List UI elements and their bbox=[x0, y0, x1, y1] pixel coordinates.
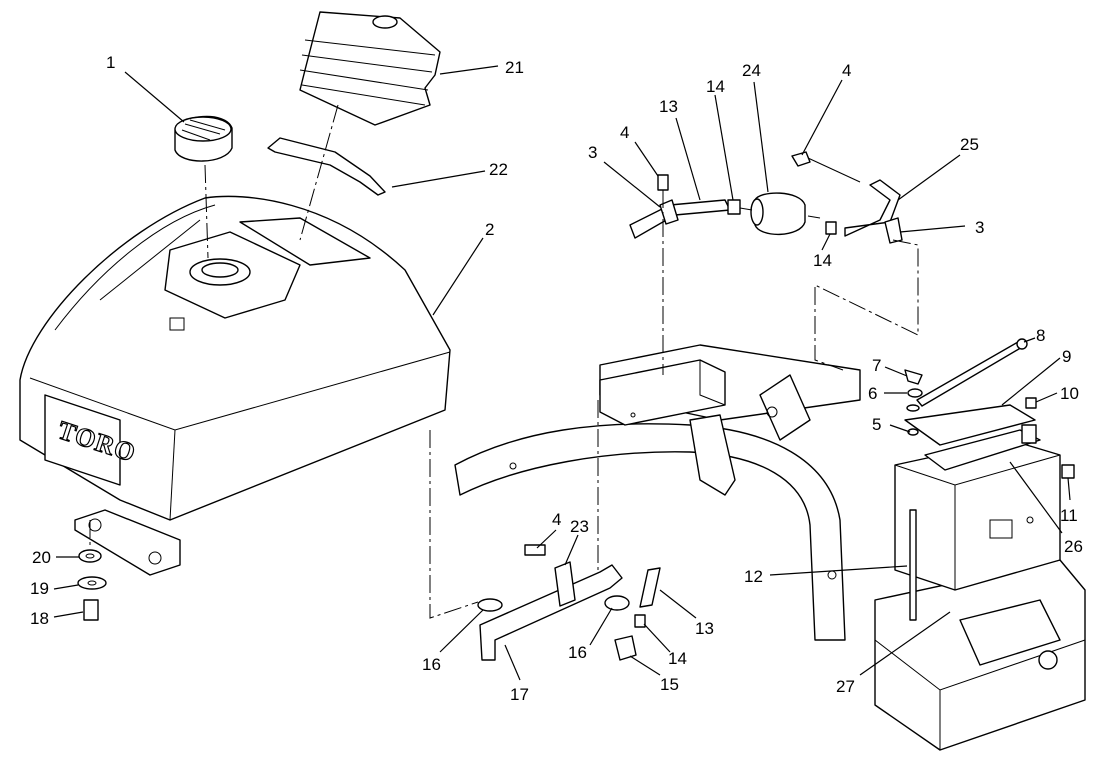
callout-21: 21 bbox=[505, 58, 524, 77]
shutoff-valve-15 bbox=[614, 635, 637, 661]
tank-strap bbox=[267, 137, 386, 196]
fuel-cap bbox=[174, 115, 233, 162]
wing-nut-7 bbox=[904, 369, 923, 385]
hose-clamp-14a bbox=[727, 199, 741, 215]
callout-19: 19 bbox=[30, 579, 49, 598]
callout-8: 8 bbox=[1036, 326, 1045, 345]
rod-8 bbox=[916, 341, 1025, 407]
bolt-18 bbox=[83, 599, 99, 621]
callout-15: 15 bbox=[660, 675, 679, 694]
callout-22: 22 bbox=[489, 160, 508, 179]
frame-tube bbox=[454, 423, 846, 641]
callout-16-right: 16 bbox=[568, 643, 587, 662]
grommet-20 bbox=[78, 549, 102, 563]
hose-clamp-3-left bbox=[659, 199, 679, 225]
callout-4-a: 4 bbox=[620, 123, 629, 142]
callout-6: 6 bbox=[868, 384, 877, 403]
callout-14-mid: 14 bbox=[813, 251, 832, 270]
battery-terminal bbox=[1021, 424, 1037, 444]
callout-3-left: 3 bbox=[588, 143, 597, 162]
battery bbox=[894, 404, 1061, 591]
callout-24: 24 bbox=[742, 61, 761, 80]
washer-19 bbox=[77, 576, 107, 590]
callout-14-lower: 14 bbox=[668, 649, 687, 668]
bolt-4-lower bbox=[524, 544, 546, 556]
callout-labels: 1 2 3 3 4 4 4 5 6 7 8 9 10 11 12 13 13 1… bbox=[30, 53, 1083, 704]
tank-cover-boot bbox=[299, 11, 441, 126]
callout-10: 10 bbox=[1060, 384, 1079, 403]
tank-body bbox=[19, 195, 451, 521]
callout-9: 9 bbox=[1062, 347, 1071, 366]
j-bolt-12 bbox=[909, 509, 917, 621]
frame-assembly bbox=[454, 344, 1086, 751]
callout-14-upper: 14 bbox=[706, 77, 725, 96]
callout-23: 23 bbox=[570, 517, 589, 536]
battery-cover-bar bbox=[924, 429, 1041, 471]
bolt-4-upper-right bbox=[791, 151, 811, 167]
washer-5 bbox=[907, 428, 919, 436]
callout-25: 25 bbox=[960, 135, 979, 154]
fuel-line-lower bbox=[477, 544, 661, 661]
callout-16-left: 16 bbox=[422, 655, 441, 674]
battery-hold-bracket bbox=[959, 599, 1061, 666]
tank-mount-plate bbox=[74, 509, 181, 576]
fuel-hose-17 bbox=[479, 564, 623, 661]
clamp-16-right bbox=[604, 595, 630, 611]
callout-2: 2 bbox=[485, 220, 494, 239]
nut-10 bbox=[1025, 397, 1037, 409]
callout-26: 26 bbox=[1064, 537, 1083, 556]
fuel-filter-24 bbox=[754, 192, 806, 236]
callout-18: 18 bbox=[30, 609, 49, 628]
frame-bracket bbox=[689, 414, 736, 496]
callout-27: 27 bbox=[836, 677, 855, 696]
bolt-11 bbox=[1061, 464, 1075, 479]
callout-1: 1 bbox=[106, 53, 115, 72]
tank-vent-slot bbox=[239, 217, 371, 266]
battery-hardware bbox=[904, 338, 1075, 621]
gusset bbox=[759, 374, 811, 441]
fuel-hose-13-lower bbox=[639, 567, 661, 608]
phantom-lines bbox=[89, 104, 919, 619]
washer-6 bbox=[907, 388, 923, 398]
callout-13-upper: 13 bbox=[659, 97, 678, 116]
bolt-4-upper-left bbox=[657, 174, 669, 191]
callout-20: 20 bbox=[32, 548, 51, 567]
callout-3-right: 3 bbox=[975, 218, 984, 237]
callout-5: 5 bbox=[872, 415, 881, 434]
callout-12: 12 bbox=[744, 567, 763, 586]
callout-13-lower: 13 bbox=[695, 619, 714, 638]
callout-4-b: 4 bbox=[842, 61, 851, 80]
hose-clamp-14c bbox=[634, 614, 646, 628]
battery-hold-down-9 bbox=[904, 404, 1036, 446]
hose-clamp-14b bbox=[825, 221, 837, 235]
tank-mount-hardware bbox=[77, 549, 107, 621]
hose-clamp-3-right bbox=[884, 217, 903, 244]
fuel-line-upper bbox=[629, 151, 903, 244]
callout-17: 17 bbox=[510, 685, 529, 704]
callout-4-c: 4 bbox=[552, 510, 561, 529]
clamp-16-left bbox=[477, 598, 503, 612]
logo-plate bbox=[44, 394, 121, 486]
callout-7: 7 bbox=[872, 356, 881, 375]
callout-11: 11 bbox=[1060, 506, 1078, 525]
leader-lines bbox=[53, 65, 1071, 681]
fuel-hose-13 bbox=[629, 199, 731, 239]
fuel-tank: TORO bbox=[19, 195, 451, 576]
